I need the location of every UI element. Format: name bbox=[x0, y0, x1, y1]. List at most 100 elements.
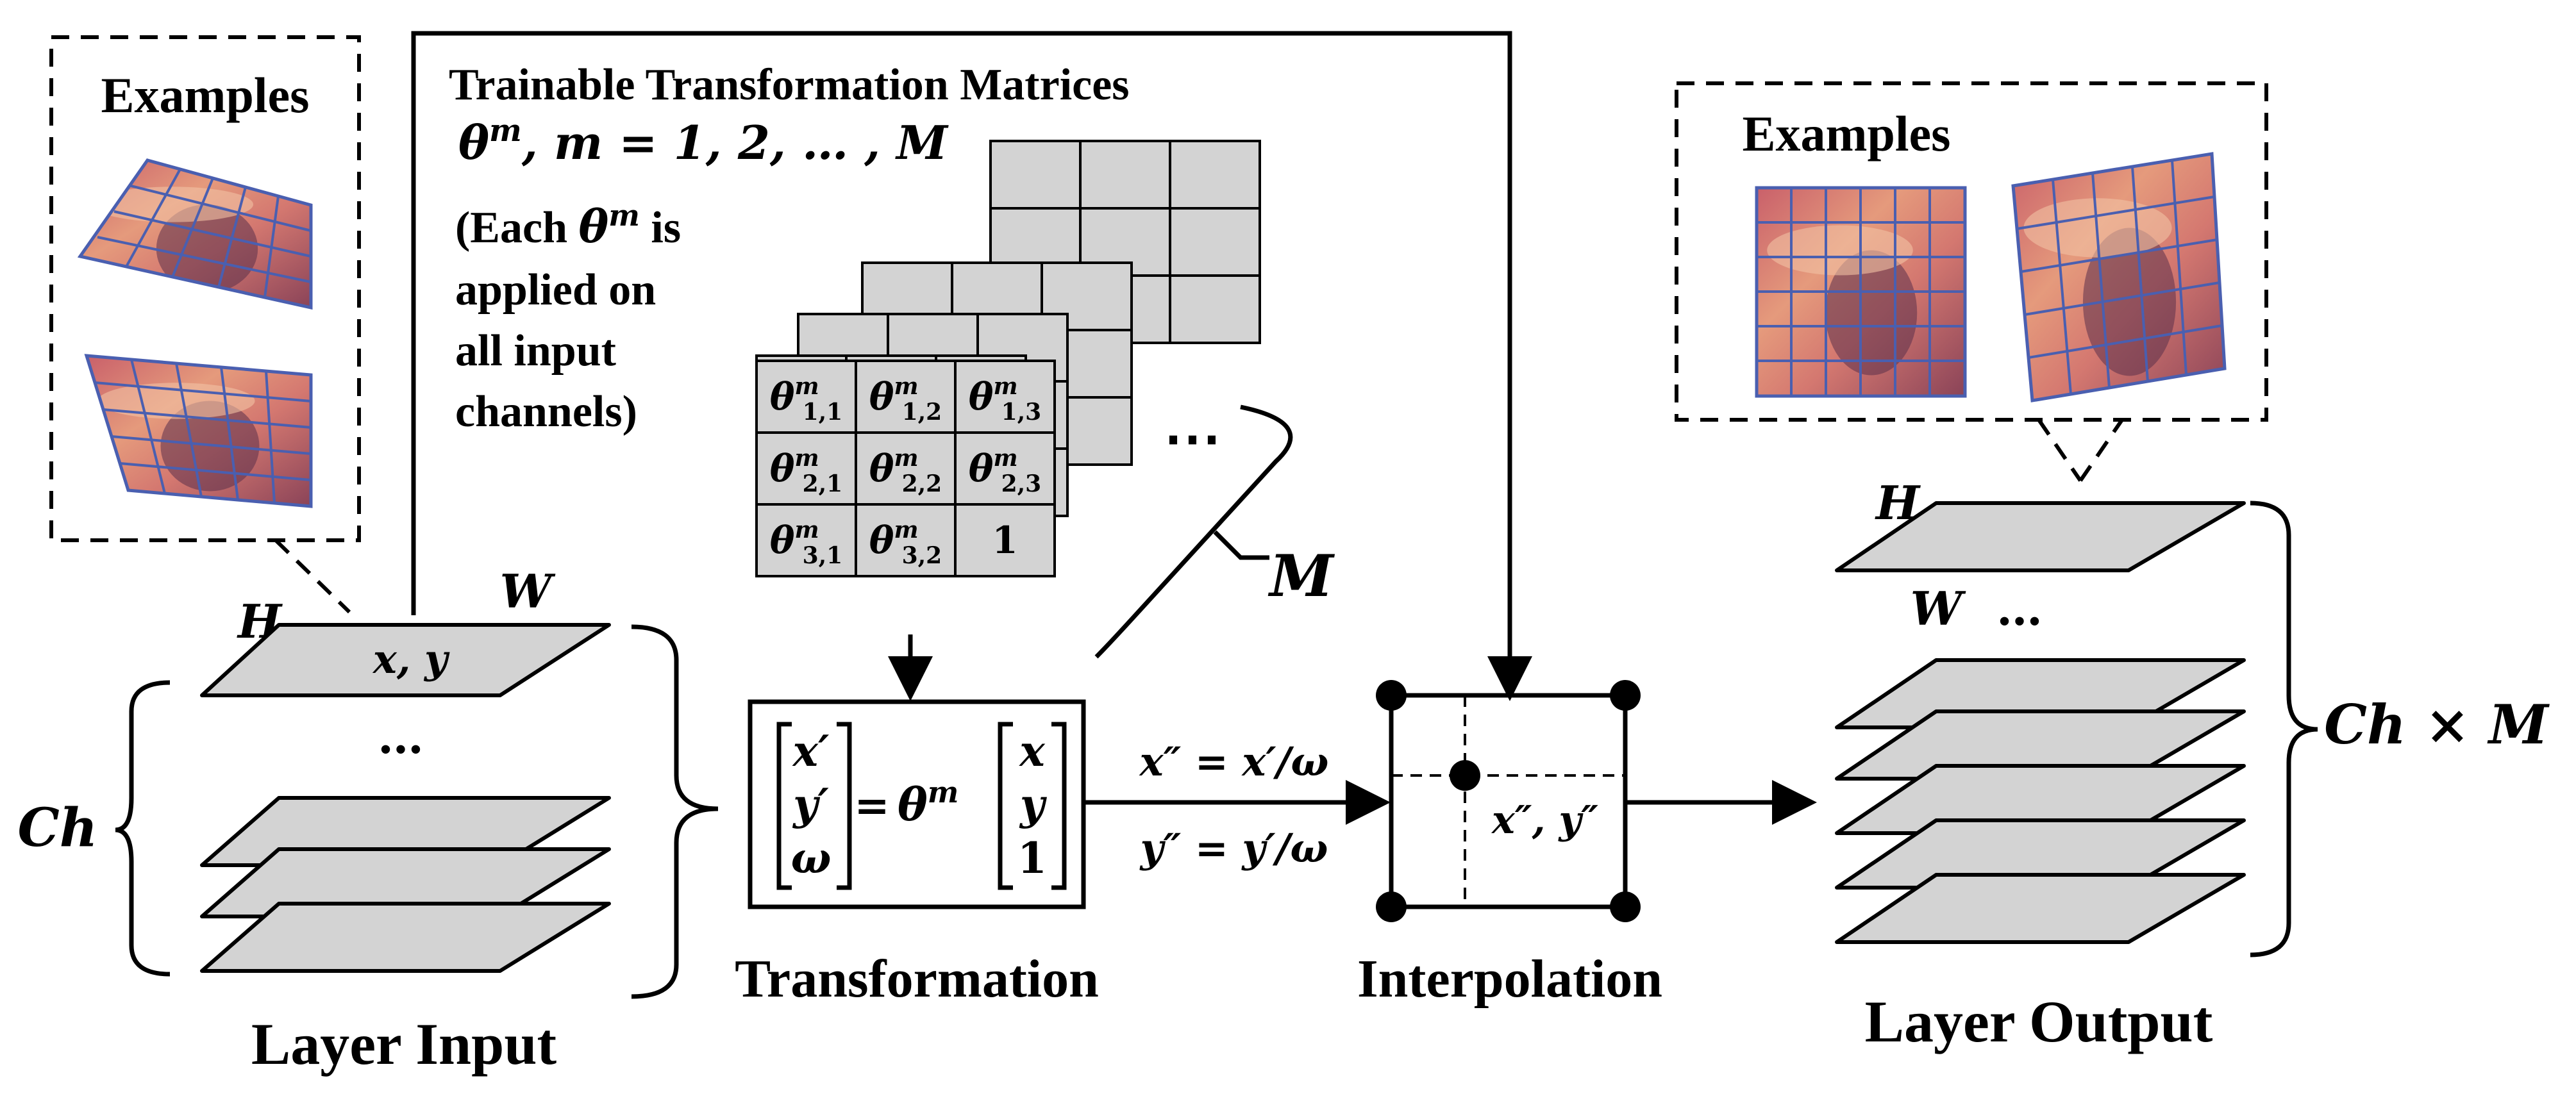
transformation-equals: = bbox=[854, 781, 889, 831]
lhs-omega: ω bbox=[791, 833, 832, 883]
example-image-left-1 bbox=[77, 158, 313, 310]
trainable-text-group: Trainable Transformation Matrices θm, m … bbox=[449, 60, 1130, 436]
matrix-stack-brace bbox=[1094, 404, 1293, 659]
matrix-cell-1-1 bbox=[755, 360, 857, 434]
theta-range-super: m bbox=[489, 113, 522, 149]
lhs-y: y′ bbox=[792, 779, 829, 829]
theta-range-line: θm, m = 1, 2, … , M bbox=[458, 113, 949, 170]
trainable-title: Trainable Transformation Matrices bbox=[449, 60, 1130, 110]
equation-y-double-prime: y″ = y′/ω bbox=[1139, 825, 1328, 872]
interp-sample-point bbox=[1450, 760, 1480, 791]
interp-corner-tr bbox=[1610, 680, 1641, 711]
rhs-bracket-right bbox=[1051, 722, 1067, 890]
equation-x-double-prime: x″ = x′/ω bbox=[1139, 738, 1329, 785]
example-image-left-2 bbox=[84, 354, 313, 508]
input-right-brace bbox=[631, 624, 719, 999]
matrix-cell-2-1 bbox=[755, 431, 857, 506]
matrix-stack-brace-tip bbox=[1213, 530, 1269, 560]
layer-input-group: H W x, y … Ch Layer Input bbox=[18, 564, 719, 1077]
output-plane-5 bbox=[1835, 873, 2246, 944]
lhs-x: x′ bbox=[792, 726, 830, 776]
lhs-bracket-left bbox=[776, 722, 792, 890]
matrix-cell-3-3 bbox=[954, 503, 1056, 577]
matrix-cell-2-2 bbox=[855, 431, 957, 506]
matrix-cell-label-3-3: 1 bbox=[992, 518, 1017, 562]
matrix-back-cell bbox=[989, 140, 1082, 210]
examples-right-group: Examples bbox=[1675, 81, 2268, 482]
transformation-theta-super: m bbox=[928, 775, 959, 809]
interpolation-label: Interpolation bbox=[1357, 949, 1662, 1009]
input-coord-label: x, y bbox=[372, 636, 450, 683]
note-line-1a: (Each bbox=[455, 203, 579, 253]
example-image-right-1 bbox=[1755, 186, 1967, 398]
matrix-cell-2-3 bbox=[954, 431, 1056, 506]
interpolation-group: x″, y″ Interpolation bbox=[1357, 680, 1662, 1009]
note-theta-super: m bbox=[608, 198, 640, 233]
output-brace bbox=[2250, 501, 2318, 957]
matrix-back-cell bbox=[1169, 274, 1261, 344]
matrix-cell-1-2 bbox=[855, 360, 957, 434]
rhs-x: x bbox=[1018, 726, 1045, 776]
note-line-4: channels) bbox=[455, 387, 637, 436]
layer-input-label: Layer Input bbox=[251, 1011, 557, 1077]
transformation-group: x′ y′ ω = θm x y 1 Transformation bbox=[735, 699, 1099, 1009]
layer-output-group: H W … Ch × M Layer Output bbox=[1835, 476, 2550, 1054]
lhs-bracket-right bbox=[837, 722, 852, 890]
theta-range-text: , m = 1, 2, … , M bbox=[521, 115, 949, 170]
callout-left bbox=[274, 538, 351, 614]
matrix-stack-m-label: M bbox=[1267, 542, 1335, 610]
rhs-bracket-left bbox=[998, 722, 1013, 890]
examples-right-title: Examples bbox=[1742, 106, 1950, 162]
callout-right-b bbox=[2078, 418, 2124, 482]
matrix-back-cell bbox=[1079, 140, 1171, 210]
input-ch-label: Ch bbox=[18, 797, 98, 859]
layer-input-w-label: W bbox=[500, 564, 556, 618]
input-ellipsis: … bbox=[378, 709, 424, 764]
example-image-right-2 bbox=[2011, 152, 2227, 402]
interp-corner-bl bbox=[1376, 891, 1407, 922]
examples-right-box bbox=[1675, 81, 2268, 422]
matrix-cell-1-3 bbox=[954, 360, 1056, 434]
interp-coord-label: x″, y″ bbox=[1491, 798, 1598, 843]
output-plane-top bbox=[1835, 501, 2246, 572]
transformation-theta: θm bbox=[898, 775, 958, 831]
layer-output-label: Layer Output bbox=[1865, 989, 2213, 1054]
theta-range-symbol: θ bbox=[458, 115, 489, 170]
note-theta-symbol: θ bbox=[579, 200, 609, 253]
transformation-theta-symbol: θ bbox=[898, 778, 928, 831]
note-line-1b: is bbox=[640, 203, 681, 253]
arrow-input-to-interpolation bbox=[411, 31, 1532, 701]
rhs-one: 1 bbox=[1017, 833, 1047, 883]
output-ch-m-label: Ch × M bbox=[2324, 693, 2550, 756]
examples-left-title: Examples bbox=[101, 67, 309, 123]
matrix-stack-ellipsis: ⋯ bbox=[1164, 404, 1221, 472]
matrix-back-cell bbox=[1169, 140, 1261, 210]
note-line-1: (Each θm is bbox=[455, 198, 681, 253]
input-plane-3 bbox=[200, 902, 611, 973]
examples-left-box bbox=[49, 35, 361, 542]
matrix-back-cell bbox=[1169, 207, 1261, 277]
rhs-y: y bbox=[1019, 779, 1048, 829]
note-line-2: applied on bbox=[455, 265, 656, 315]
note-line-3: all input bbox=[455, 326, 616, 376]
layer-output-w-label: W bbox=[1911, 581, 1966, 636]
transformation-label: Transformation bbox=[735, 949, 1099, 1009]
interp-corner-tl bbox=[1376, 680, 1407, 711]
interp-corner-br bbox=[1610, 891, 1641, 922]
input-ch-brace bbox=[115, 680, 171, 977]
input-plane-top bbox=[200, 623, 611, 697]
callout-right-a bbox=[2037, 418, 2082, 482]
output-ellipsis: … bbox=[1996, 581, 2043, 636]
examples-left-group: Examples bbox=[49, 35, 361, 614]
